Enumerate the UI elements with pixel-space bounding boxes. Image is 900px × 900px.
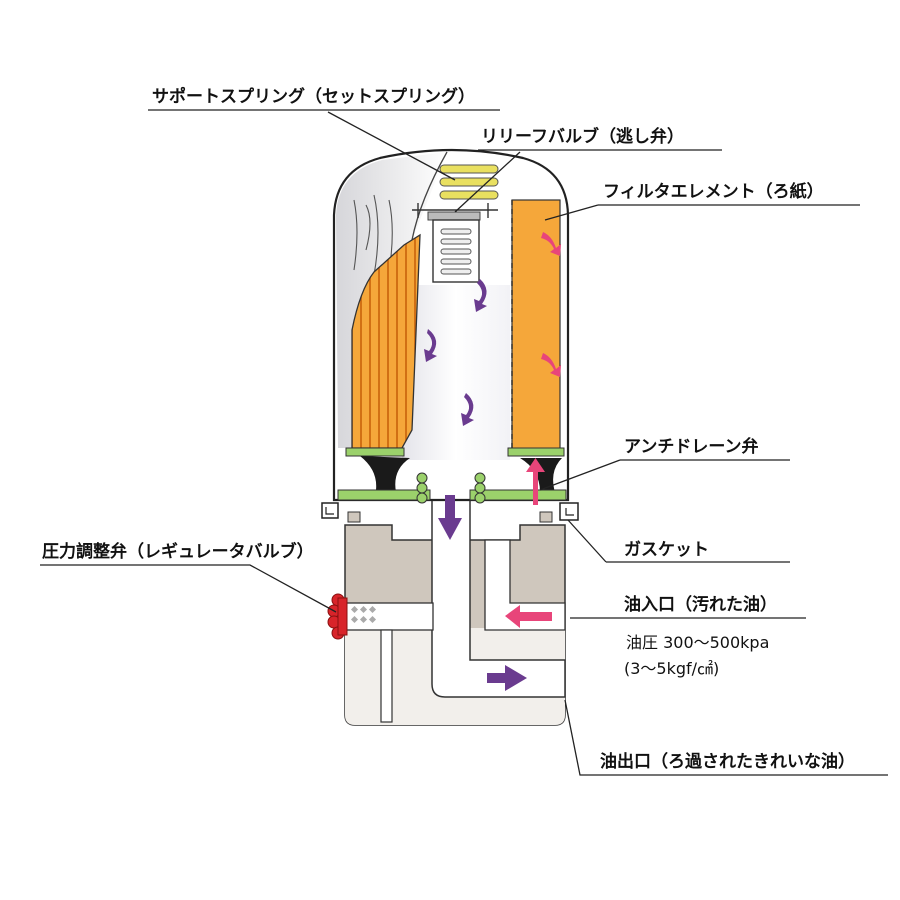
arrow-dirty-oil-icon: [505, 232, 561, 628]
filter-element-left: [351, 233, 421, 449]
gasket: [321, 502, 579, 523]
label-oil-pressure-kpa: 油圧 300～500kpa: [626, 633, 769, 652]
base-seal-plate: [337, 472, 567, 504]
label-oil-pressure-kgf: (3～5kgf/㎠): [624, 659, 719, 678]
labels: サポートスプリング（セットスプリング） リリーフバルブ（逃し弁） フィルタエレメ…: [42, 86, 855, 772]
regulator-valve-cap: [327, 593, 348, 640]
label-anti-drain-valve: アンチドレーン弁: [624, 436, 758, 457]
anti-drain-valve: [345, 447, 565, 496]
label-gasket: ガスケット: [624, 540, 709, 560]
relief-valve: [412, 203, 498, 283]
regulator-mesh: [350, 605, 377, 624]
label-support-spring: サポートスプリング（セットスプリング）: [152, 86, 475, 107]
label-pressure-regulator: 圧力調整弁（レギュレータバルブ）: [42, 541, 314, 562]
leader-lines: [40, 109, 888, 776]
center-tube: [402, 285, 510, 460]
arrow-clean-oil-icon: [424, 279, 527, 691]
support-spring: [439, 164, 499, 200]
label-oil-outlet: 油出口（ろ過されたきれいな油）: [600, 751, 855, 772]
engine-base-block: [327, 459, 566, 726]
label-filter-element: フィルタエレメント（ろ紙）: [603, 181, 824, 202]
label-relief-valve: リリーフバルブ（逃し弁）: [481, 126, 684, 147]
label-oil-inlet: 油入口（汚れた油）: [624, 594, 777, 615]
filter-element-right: [511, 199, 561, 451]
